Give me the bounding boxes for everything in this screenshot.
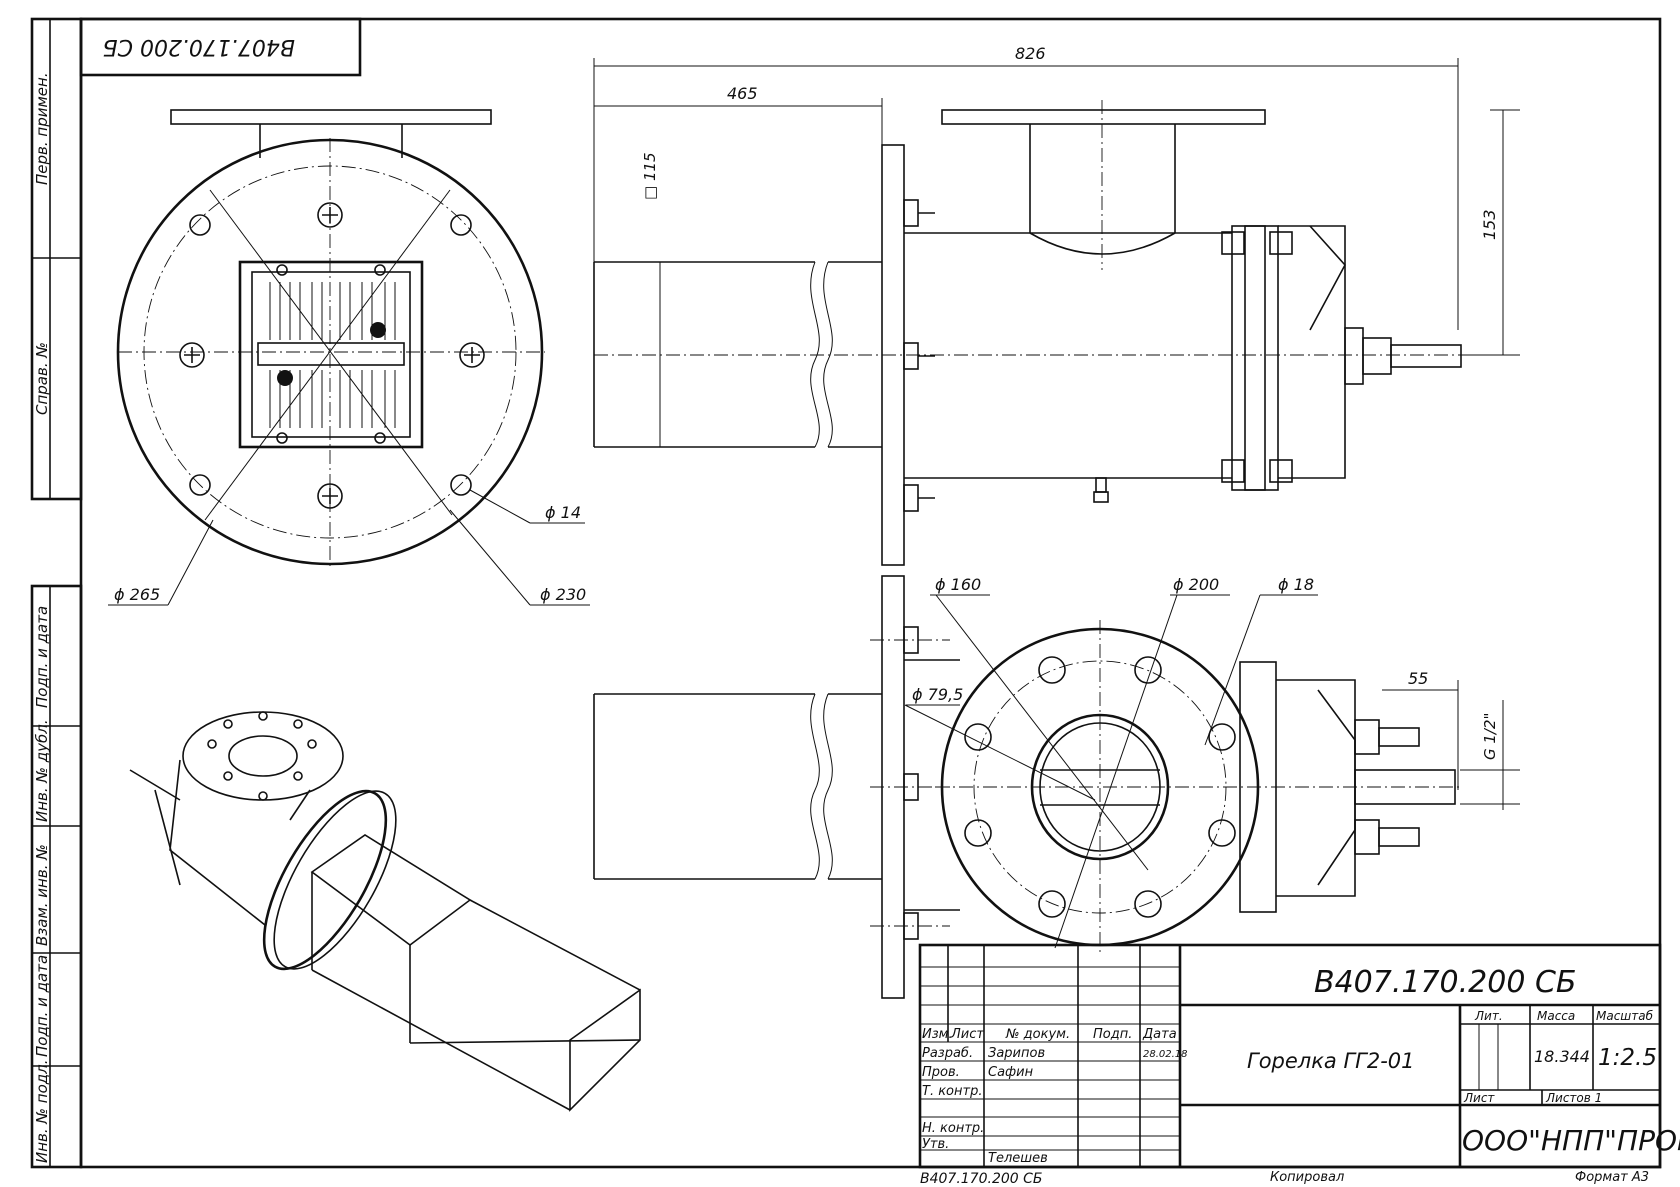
tb-product-name: Горелка ГГ2-01 bbox=[1247, 1049, 1415, 1073]
tb-sheet-label: Лист bbox=[1463, 1091, 1495, 1105]
flange-holes-bottom bbox=[964, 656, 1236, 918]
tb-hdr-signature: Подп. bbox=[1093, 1027, 1132, 1042]
sheet-frame bbox=[30, 17, 1662, 1169]
copied-label: Копировал bbox=[1270, 1170, 1344, 1185]
side-view-top: 826 465 153 □ 115 bbox=[593, 44, 1520, 566]
tb-scale-value: 1:2.5 bbox=[1598, 1045, 1657, 1071]
label-mutual-inv: Взам. инв. № bbox=[33, 844, 51, 946]
isometric-view bbox=[129, 711, 641, 1112]
label-first-use: Перв. примен. bbox=[33, 72, 51, 185]
tb-mass-value: 18.344 bbox=[1534, 1047, 1590, 1066]
tb-role-3: Т. контр. bbox=[922, 1084, 982, 1099]
tb-name-5: Телешев bbox=[988, 1151, 1048, 1166]
tb-role-2: Пров. bbox=[922, 1065, 960, 1080]
tb-date-1: 28.02.18 bbox=[1143, 1049, 1188, 1060]
tb-role-5: Утв. bbox=[922, 1137, 949, 1152]
tb-name-2: Сафин bbox=[988, 1065, 1034, 1080]
tb-hdr-date: Дата bbox=[1142, 1027, 1177, 1042]
doc-code-bottom: В407.170.200 СБ bbox=[920, 1171, 1043, 1187]
tb-sheets-label: Листов 1 bbox=[1545, 1091, 1602, 1105]
flange-bolt-holes bbox=[189, 214, 472, 496]
doc-code-rotated: В407.170.200 СБ bbox=[103, 34, 296, 59]
plate-nuts-top bbox=[903, 199, 935, 512]
label-dup-inv: Инв. № дубл. bbox=[33, 719, 51, 822]
label-orig-inv: Инв. № подл. bbox=[33, 1060, 51, 1163]
side-strip-labels: Перв. примен. Справ. № Подп. и дата Инв.… bbox=[33, 72, 51, 1163]
side-view-bottom: ϕ 160 ϕ 200 ϕ 18 ϕ 79,5 55 G 1/2" bbox=[593, 575, 1520, 999]
dim-thread-g12: G 1/2" bbox=[1481, 713, 1499, 760]
dim-dia-18: ϕ 18 bbox=[1278, 575, 1314, 594]
dim-square-115: □ 115 bbox=[641, 152, 659, 200]
dim-dia-79-5: ϕ 79,5 bbox=[912, 685, 963, 704]
dim-dia-265: ϕ 265 bbox=[114, 585, 160, 604]
tb-company: ООО"НПП"ПРОМА" bbox=[1462, 1124, 1680, 1157]
tb-name-1: Зарипов bbox=[988, 1046, 1045, 1061]
square-nozzle-front bbox=[238, 260, 424, 449]
title-block: В407.170.200 СБ Горелка ГГ2-01 ООО"НПП"П… bbox=[918, 943, 1680, 1169]
dim-dia-230: ϕ 230 bbox=[540, 585, 586, 604]
flange-bolts-top bbox=[1221, 231, 1293, 483]
dim-dia-14: ϕ 14 bbox=[545, 503, 581, 522]
tb-hdr-mass: Масса bbox=[1537, 1009, 1575, 1023]
bottom-view-leaders bbox=[904, 594, 1318, 949]
tb-hdr-change: Изм. bbox=[922, 1027, 953, 1042]
tb-hdr-lit: Лит. bbox=[1474, 1009, 1503, 1023]
flange-screws bbox=[179, 202, 485, 509]
label-sign-date-2: Подп. и дата bbox=[33, 955, 51, 1057]
tb-hdr-scale: Масштаб bbox=[1596, 1009, 1654, 1023]
tb-doc-code: В407.170.200 СБ bbox=[1314, 965, 1577, 1000]
tb-hdr-sheet: Лист bbox=[950, 1027, 984, 1042]
front-flange-view: ϕ 265 ϕ 230 ϕ 14 bbox=[108, 109, 590, 606]
dim-465: 465 bbox=[727, 84, 758, 103]
label-sign-date-1: Подп. и дата bbox=[33, 606, 51, 708]
plate-nuts-bottom bbox=[903, 626, 919, 940]
tb-hdr-docno: № докум. bbox=[1005, 1027, 1070, 1042]
dim-153: 153 bbox=[1480, 209, 1499, 240]
format-label: Формат А3 bbox=[1575, 1170, 1649, 1185]
dim-dia-160: ϕ 160 bbox=[935, 575, 981, 594]
tb-role-4: Н. контр. bbox=[922, 1121, 984, 1136]
dim-dia-200: ϕ 200 bbox=[1173, 575, 1219, 594]
label-ref-no: Справ. № bbox=[33, 342, 51, 415]
tb-role-1: Разраб. bbox=[922, 1046, 973, 1061]
dim-826: 826 bbox=[1015, 44, 1046, 63]
front-view-leaders bbox=[108, 489, 590, 606]
dim-55: 55 bbox=[1408, 669, 1428, 688]
